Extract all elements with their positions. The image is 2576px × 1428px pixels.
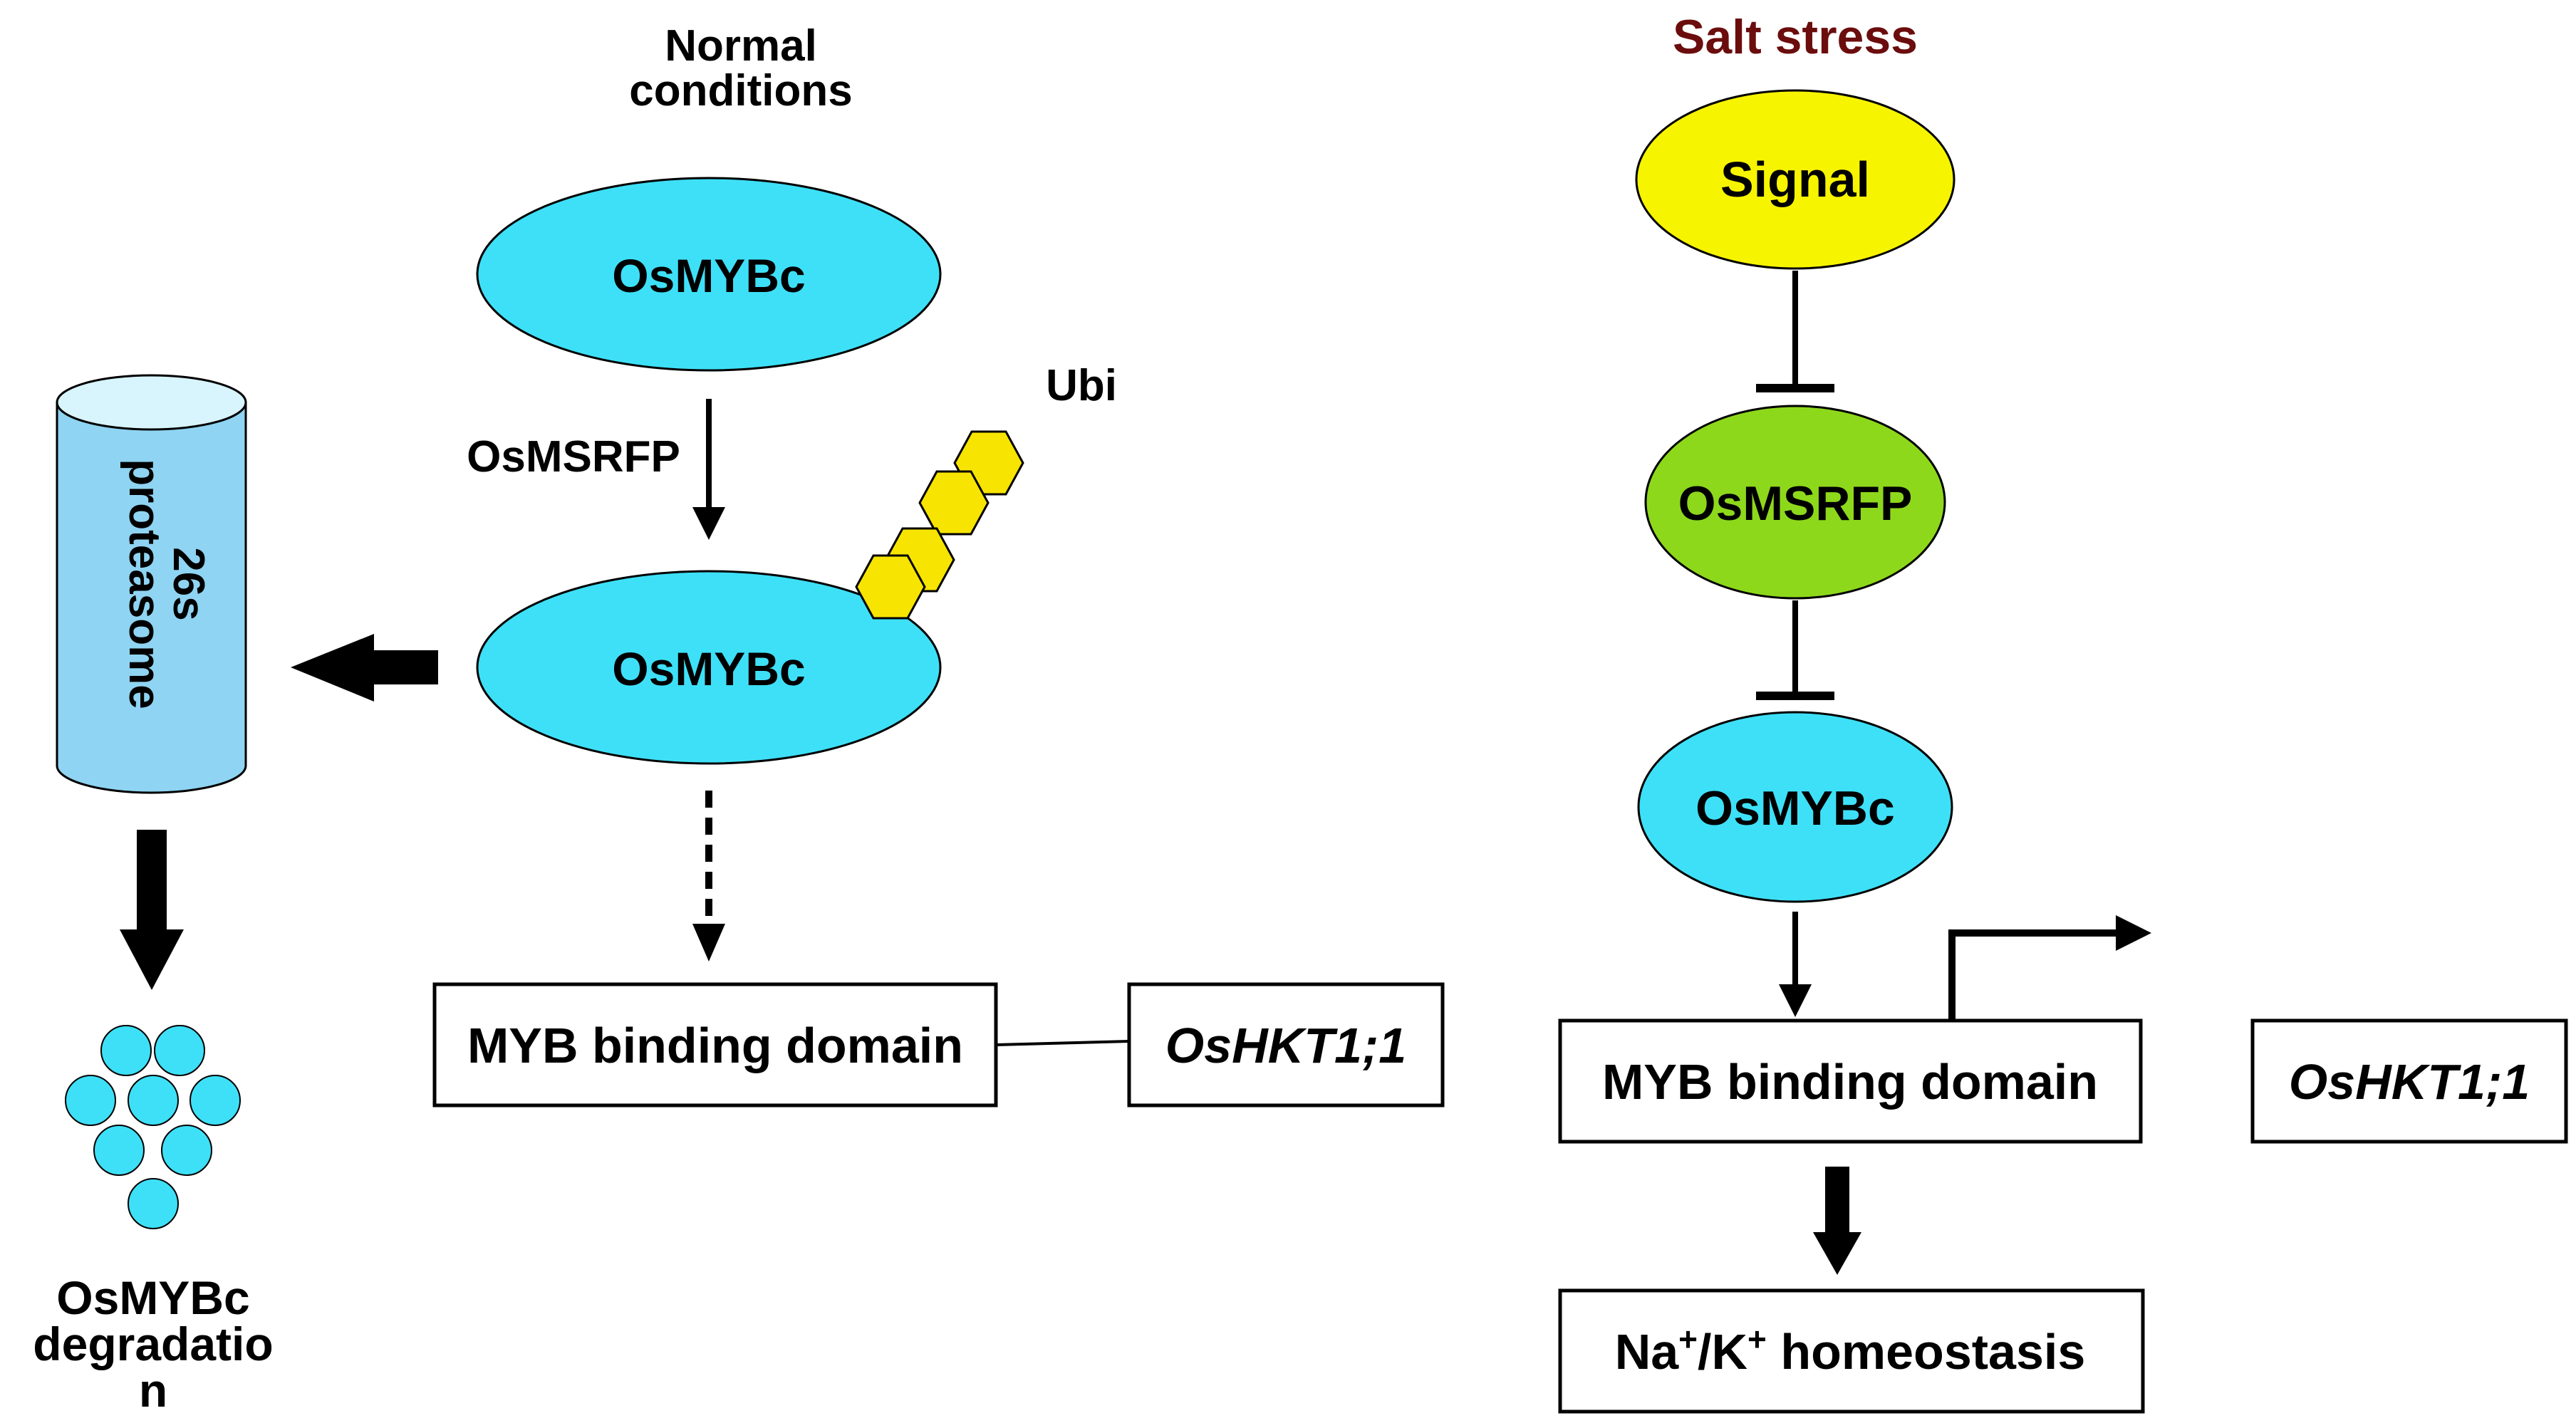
- degradation-label-line2: degradatio: [33, 1318, 273, 1370]
- right-gene-label: OsHKT1;1: [2289, 1054, 2530, 1110]
- signal-label: Signal: [1720, 152, 1870, 207]
- homeostasis-arrow: [1813, 1167, 1861, 1275]
- osmybc-bottom-label: OsMYBc: [612, 642, 805, 695]
- osmybc-top-label: OsMYBc: [612, 249, 805, 302]
- osmsrfp-node: OsMSRFP: [1644, 405, 1946, 600]
- homeostasis-sup1: +: [1678, 1320, 1698, 1357]
- right-gene-box: OsHKT1;1: [2250, 1018, 2568, 1144]
- osmybc-right-node: OsMYBc: [1637, 711, 1953, 903]
- degraded-fragments: [65, 1025, 241, 1229]
- to-proteasome-arrow: [291, 634, 438, 702]
- homeostasis-k: /K: [1698, 1324, 1747, 1380]
- ubiquitin-chain: [884, 430, 1024, 593]
- ubi-label: Ubi: [1046, 361, 1117, 410]
- osmsrfp-arrow-label: OsMSRFP: [467, 432, 680, 481]
- homeostasis-box: Na+/K+ homeostasis: [1558, 1288, 2145, 1414]
- osmybc-right-label: OsMYBc: [1695, 781, 1895, 835]
- signal-inhibits-osmsrfp: [1756, 271, 1834, 392]
- proteasome-26s: 26s proteasome: [56, 374, 247, 794]
- left-binding-domain-label: MYB binding domain: [467, 1018, 963, 1073]
- right-title: Salt stress: [1673, 10, 1918, 64]
- left-title-line2: conditions: [629, 66, 852, 115]
- right-binding-domain-label: MYB binding domain: [1602, 1054, 2098, 1110]
- left-title-line1: Normal: [665, 21, 817, 71]
- transcription-start-arrow: [1948, 915, 2151, 1021]
- osmybc-binding-arrow: [1779, 912, 1812, 1017]
- signal-node: Signal: [1635, 89, 1956, 270]
- proteasome-label-line1: 26s: [164, 547, 213, 620]
- ubiquitination-arrow: [692, 399, 725, 540]
- left-gene-label: OsHKT1;1: [1165, 1018, 1406, 1073]
- left-promoter-link: [995, 1040, 1130, 1046]
- inactive-binding-arrow: [692, 791, 725, 961]
- degradation-label-line1: OsMYBc: [56, 1271, 249, 1324]
- osmsrfp-label: OsMSRFP: [1678, 476, 1913, 531]
- left-gene-box: OsHKT1;1: [1127, 982, 1445, 1108]
- right-myb-binding-domain-box: MYB binding domain: [1558, 1018, 2143, 1144]
- homeostasis-na: Na: [1615, 1324, 1680, 1380]
- proteasome-label-line2: proteasome: [120, 459, 169, 709]
- osmsrfp-inhibits-osmybc: [1756, 600, 1834, 700]
- left-myb-binding-domain-box: MYB binding domain: [432, 982, 998, 1108]
- homeostasis-sup2: +: [1747, 1320, 1767, 1357]
- homeostasis-rest: homeostasis: [1767, 1324, 2085, 1380]
- osmybc-ubiquitinated-node: OsMYBc: [476, 554, 942, 765]
- degradation-label-line3: n: [139, 1364, 167, 1417]
- homeostasis-label: Na+/K+ homeostasis: [1615, 1320, 2086, 1380]
- osmybc-top-node: OsMYBc: [476, 177, 942, 372]
- to-degradation-arrow: [120, 830, 184, 990]
